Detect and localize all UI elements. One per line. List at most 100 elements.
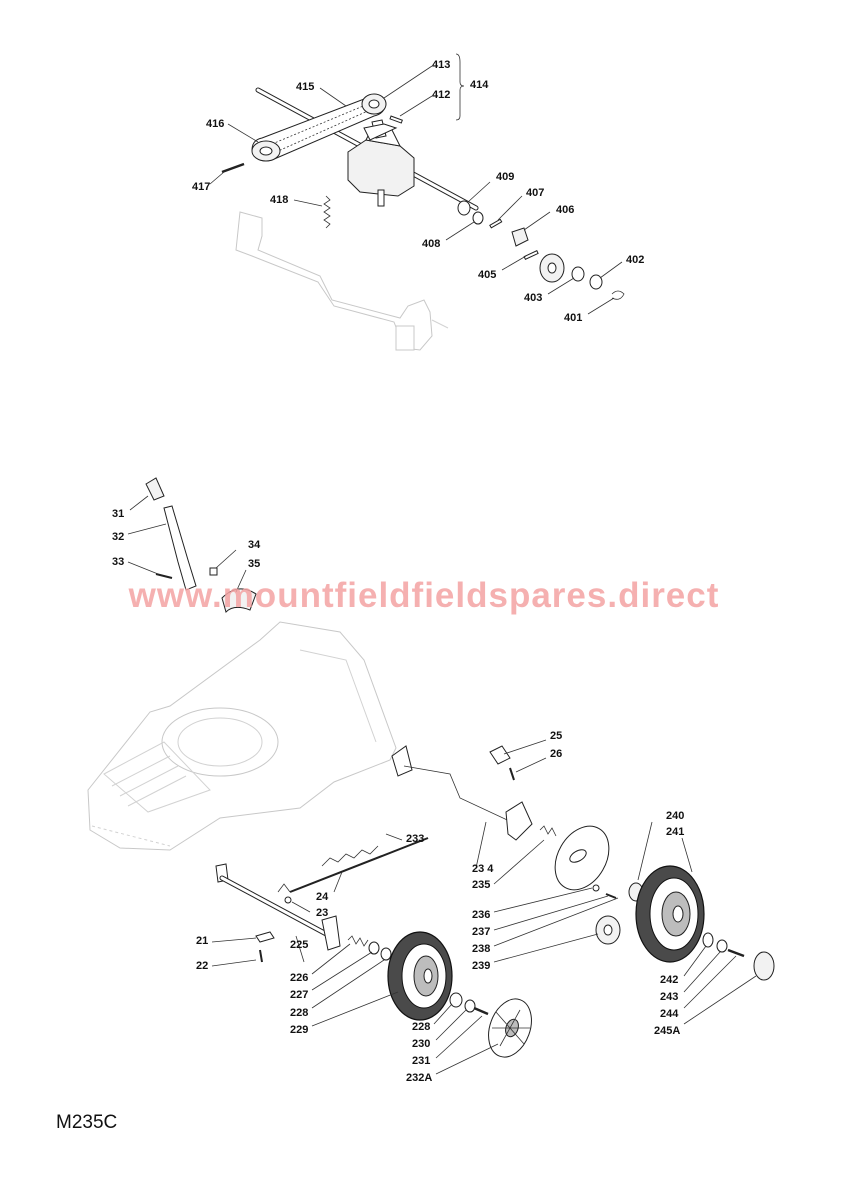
watermark-text: www.mountfieldfieldspares.direct xyxy=(128,576,720,615)
label-227: 227 xyxy=(290,989,308,1001)
label-408: 408 xyxy=(422,238,440,250)
label-405: 405 xyxy=(478,269,496,281)
label-245A: 245A xyxy=(654,1025,680,1037)
nut-34 xyxy=(209,567,218,576)
label-31: 31 xyxy=(112,508,124,520)
leader-lines-bottom xyxy=(127,495,757,1075)
bolt-244 xyxy=(727,948,745,958)
label-235: 235 xyxy=(472,879,490,891)
label-229: 229 xyxy=(290,1024,308,1036)
washer-402 xyxy=(589,274,603,290)
washer-408 xyxy=(472,211,484,225)
label-416: 416 xyxy=(206,118,224,130)
label-409: 409 xyxy=(496,171,514,183)
washer-403 xyxy=(571,266,585,282)
ghost-bracket xyxy=(395,325,415,351)
washer-237 xyxy=(592,884,600,892)
bolt-238 xyxy=(605,893,617,899)
label-225: 225 xyxy=(290,939,308,951)
rear-lever-plate xyxy=(505,801,533,841)
washer-228 xyxy=(380,947,392,961)
label-26: 26 xyxy=(550,748,562,760)
bush-228b xyxy=(449,992,463,1008)
leader-lines-top xyxy=(209,65,623,315)
label-241: 241 xyxy=(666,826,684,838)
label-236: 236 xyxy=(472,909,490,921)
label-403: 403 xyxy=(524,292,542,304)
washer-23 xyxy=(284,896,292,904)
label-239: 239 xyxy=(472,960,490,972)
label-412: 412 xyxy=(432,89,450,101)
label-233: 233 xyxy=(406,833,424,845)
bolt-231 xyxy=(473,1006,489,1016)
axle-bush-409 xyxy=(457,200,471,216)
label-401: 401 xyxy=(564,312,582,324)
label-414: 414 xyxy=(470,79,489,91)
gearbox-housing xyxy=(347,139,415,197)
lever-knob xyxy=(145,477,165,501)
lever-guide xyxy=(221,588,257,613)
circlip-401 xyxy=(611,290,625,300)
label-226: 226 xyxy=(290,972,308,984)
spring-226 xyxy=(347,935,369,947)
ghost-mower-deck xyxy=(87,621,397,851)
bracket-414 xyxy=(455,53,465,121)
label-413: 413 xyxy=(432,59,450,71)
label-34: 34 xyxy=(248,539,261,551)
gearbox-spring xyxy=(323,195,331,229)
label-234: 23 4 xyxy=(472,863,494,875)
ghost-rear-frame xyxy=(235,211,433,351)
cable-233 xyxy=(289,837,429,893)
label-228-b: 228 xyxy=(412,1021,430,1033)
label-244: 244 xyxy=(660,1008,679,1020)
gearbox-assembly xyxy=(209,53,625,351)
label-418: 418 xyxy=(270,194,288,206)
label-417: 417 xyxy=(192,181,210,193)
label-231: 231 xyxy=(412,1055,430,1067)
label-238: 238 xyxy=(472,943,490,955)
clip-21 xyxy=(255,931,275,943)
label-240: 240 xyxy=(666,810,684,822)
front-axle-assembly xyxy=(215,837,532,1058)
label-33: 33 xyxy=(112,556,124,568)
pulley-key xyxy=(389,115,403,124)
front-lever-plate xyxy=(321,915,341,951)
label-21: 21 xyxy=(196,935,208,947)
label-402: 402 xyxy=(626,254,644,266)
rear-bracket xyxy=(391,745,413,777)
label-32: 32 xyxy=(112,531,124,543)
label-242: 242 xyxy=(660,974,678,986)
adjust-lever xyxy=(163,505,197,591)
hub-cap-245A xyxy=(753,951,775,981)
gearbox-lever xyxy=(363,123,398,141)
bush-406 xyxy=(511,227,529,247)
washer-242 xyxy=(702,932,714,948)
screw-22 xyxy=(259,949,263,963)
label-232A: 232A xyxy=(406,1072,432,1084)
pin-405 xyxy=(523,250,539,261)
washer-243 xyxy=(716,939,728,953)
label-415: 415 xyxy=(296,81,314,93)
spring-235 xyxy=(539,825,557,837)
label-35: 35 xyxy=(248,558,260,570)
label-23: 23 xyxy=(316,907,328,919)
label-406: 406 xyxy=(556,204,574,216)
label-243: 243 xyxy=(660,991,678,1003)
spring-24 xyxy=(321,845,379,867)
part-number-labels: 413 414 415 412 416 417 418 409 407 406 … xyxy=(112,59,684,1084)
label-25: 25 xyxy=(550,730,562,742)
label-407: 407 xyxy=(526,187,544,199)
label-237: 237 xyxy=(472,926,490,938)
washer-230 xyxy=(464,999,476,1013)
model-code: M235C xyxy=(56,1112,118,1133)
label-22: 22 xyxy=(196,960,208,972)
pin-417 xyxy=(221,162,245,174)
clip-25 xyxy=(489,745,511,765)
lever-bolt xyxy=(155,573,173,579)
rear-axle-assembly xyxy=(391,745,775,981)
rear-height-rod xyxy=(403,765,521,827)
washer-227 xyxy=(368,941,380,955)
label-230: 230 xyxy=(412,1038,430,1050)
